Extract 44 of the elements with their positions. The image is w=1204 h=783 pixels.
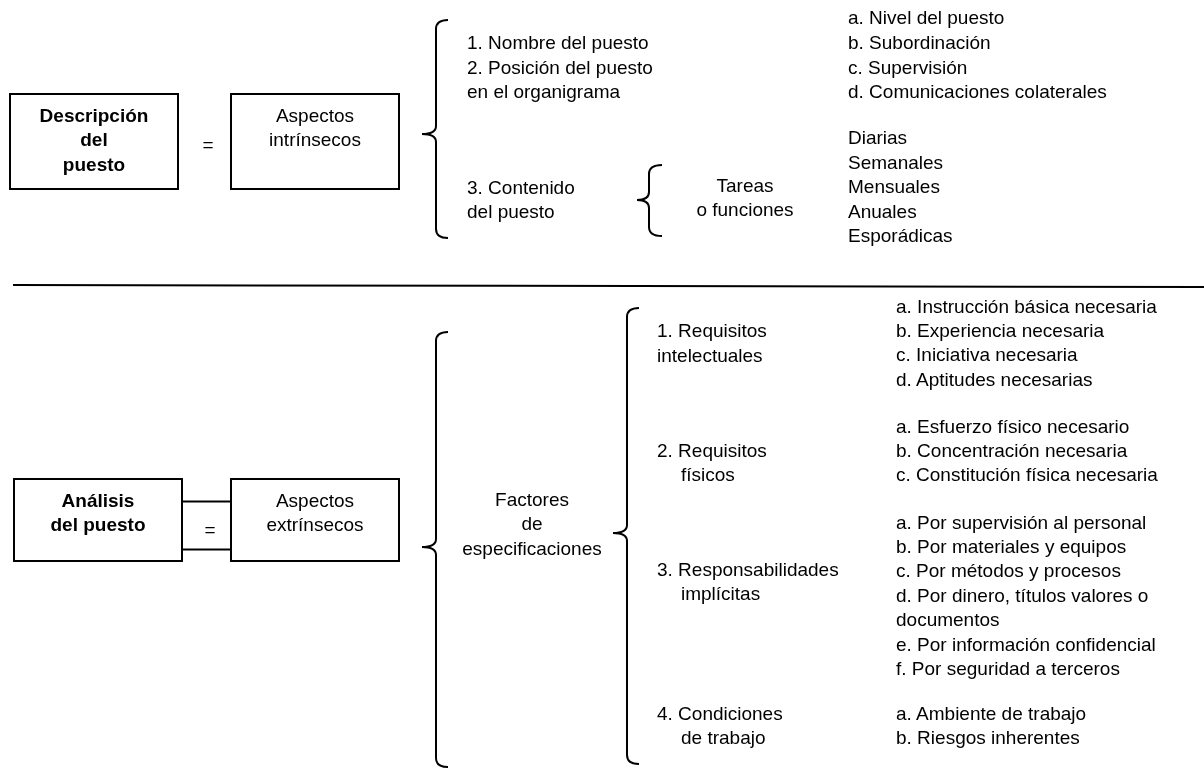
outline-item: Semanales — [848, 150, 944, 175]
outline-item: 1. Requisitos intelectuales — [657, 319, 767, 368]
outline-item: 2. Requisitos físicos — [657, 438, 767, 488]
outline-item: f. Por seguridad a terceros — [896, 656, 1120, 681]
connector-line — [182, 500, 231, 503]
box-label: Aspectos intrínsecos — [268, 103, 362, 153]
outline-item: a. Ambiente de trabajo — [896, 701, 1087, 726]
connector-line — [182, 548, 231, 551]
outline-item: b. Concentración necesaria — [896, 438, 1128, 463]
outline-item: d. Comunicaciones colaterales — [848, 79, 1107, 104]
outline-item: a. Por supervisión al personal — [896, 510, 1147, 535]
outline-item: b. Riesgos inherentes — [896, 725, 1080, 750]
outline-item: c. Por métodos y procesos — [896, 558, 1121, 583]
concept-box — [13, 478, 183, 562]
concept-box — [230, 478, 400, 562]
outline-item: b. Por materiales y equipos — [896, 534, 1127, 559]
box-label: Análisis del puesto — [49, 488, 147, 538]
outline-item: Tareas o funciones — [695, 173, 795, 223]
outline-item: 3. Contenido del puesto — [467, 175, 575, 225]
outline-item: Anuales — [848, 199, 917, 224]
outline-item: c. Iniciativa necesaria — [896, 342, 1078, 367]
outline-item: b. Subordinación — [848, 31, 991, 56]
concept-box — [9, 93, 179, 190]
outline-item: b. Experiencia necesaria — [896, 318, 1105, 343]
outline-item: 3. Responsabilidades implícitas — [657, 557, 839, 607]
outline-item: e. Por información confidencial — [896, 632, 1156, 657]
outline-item: Esporádicas — [848, 223, 953, 248]
box-label: Aspectos extrínsecos — [265, 488, 365, 538]
outline-item: 1. Nombre del puesto — [467, 30, 649, 55]
outline-item: d. Aptitudes necesarias — [896, 367, 1093, 392]
outline-item: c. Constitución física necesaria — [896, 462, 1158, 487]
outline-item: a. Esfuerzo físico necesario — [896, 414, 1130, 439]
outline-item: 4. Condiciones de trabajo — [657, 701, 783, 751]
outline-item: c. Supervisión — [848, 55, 968, 80]
box-label: Descripción del puesto — [38, 103, 150, 177]
concept-box — [230, 93, 400, 190]
outline-item: Mensuales — [848, 175, 940, 200]
outline-item: 2. Posición del puesto en el organigrama — [467, 55, 653, 105]
outline-item: a. Nivel del puesto — [848, 6, 1005, 31]
outline-item: Factores de especificaciones — [462, 487, 602, 561]
equals-sign: = — [203, 517, 217, 542]
outline-item: a. Instrucción básica necesaria — [896, 294, 1157, 319]
outline-item: Diarias — [848, 126, 908, 151]
equals-sign: = — [201, 132, 215, 157]
